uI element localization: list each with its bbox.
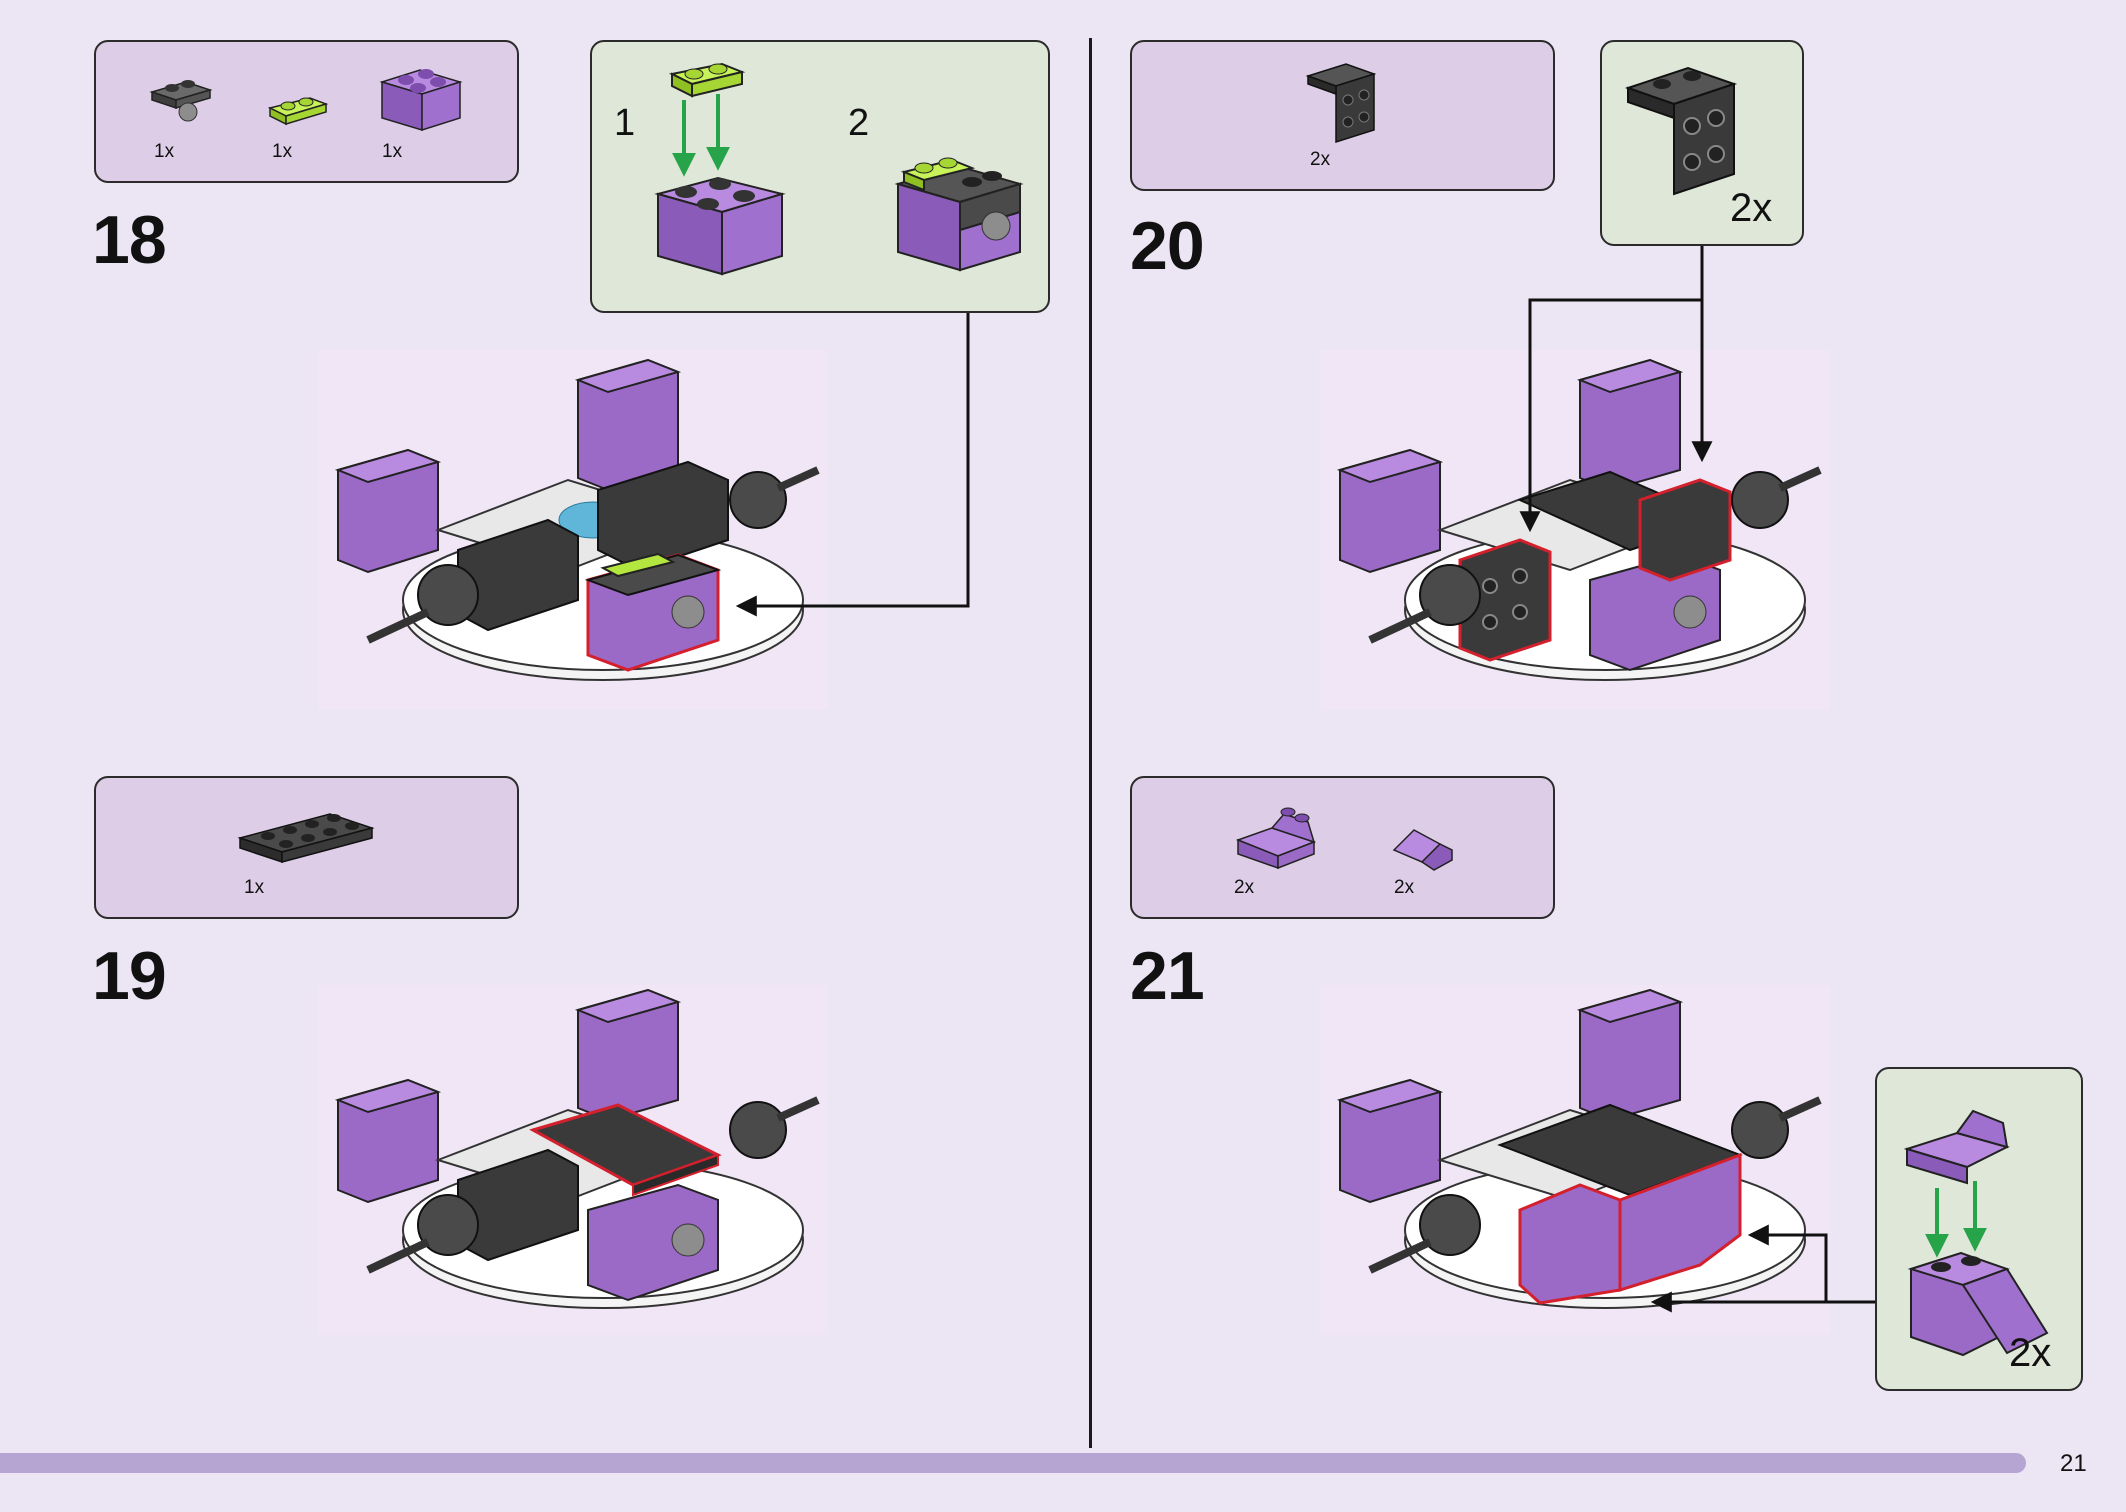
substep-2-illustration (894, 157, 1024, 272)
callout-box-step-21: 2x (1875, 1067, 2083, 1391)
substep-box-step-18: 1 2 (590, 40, 1050, 313)
substep-number-1: 1 (614, 102, 636, 144)
substep-number-2: 2 (848, 102, 870, 144)
model-step-18 (318, 350, 828, 710)
parts-box-step-21: 2x 2x (1130, 776, 1555, 919)
part-qty-1: 2x (1310, 149, 1331, 170)
purple-slope-2x2-icon (1235, 807, 1317, 870)
lime-plate-1x2-icon (267, 97, 329, 126)
part-qty-2: 2x (1394, 877, 1415, 898)
callout-qty: 2x (1730, 186, 1773, 230)
model-step-19 (318, 985, 828, 1335)
substep-1-illustration (654, 62, 786, 276)
part-qty-3: 1x (382, 141, 403, 162)
black-bracket-icon (1305, 63, 1377, 144)
part-qty-1: 1x (244, 877, 265, 898)
step-number-21: 21 (1130, 938, 1205, 1014)
callout-box-step-20: 2x (1600, 40, 1804, 246)
step-number-19: 19 (92, 938, 167, 1014)
part-qty-1: 1x (154, 141, 175, 162)
model-step-21 (1320, 985, 1830, 1335)
page-divider (1089, 38, 1092, 1448)
parts-box-step-20: 2x (1130, 40, 1555, 191)
step-number-18: 18 (92, 202, 167, 278)
callout-qty: 2x (2009, 1331, 2052, 1375)
slope-attach-illustration (1903, 1109, 2049, 1357)
black-bracket-icon (1624, 66, 1738, 196)
footer-bar (0, 1453, 2026, 1473)
purple-slope-1x1-icon (1392, 829, 1453, 871)
page-number: 21 (2060, 1450, 2087, 1477)
parts-box-step-18: 1x 1x 1x (94, 40, 519, 183)
black-plate-2x4-icon (237, 813, 375, 864)
model-step-20 (1320, 350, 1830, 710)
step-number-20: 20 (1130, 208, 1205, 284)
parts-box-step-19: 1x (94, 776, 519, 919)
dark-gray-plate-with-ball-icon (149, 80, 213, 122)
part-qty-1: 2x (1234, 877, 1255, 898)
purple-brick-2x2-icon (379, 69, 463, 132)
part-qty-2: 1x (272, 141, 293, 162)
